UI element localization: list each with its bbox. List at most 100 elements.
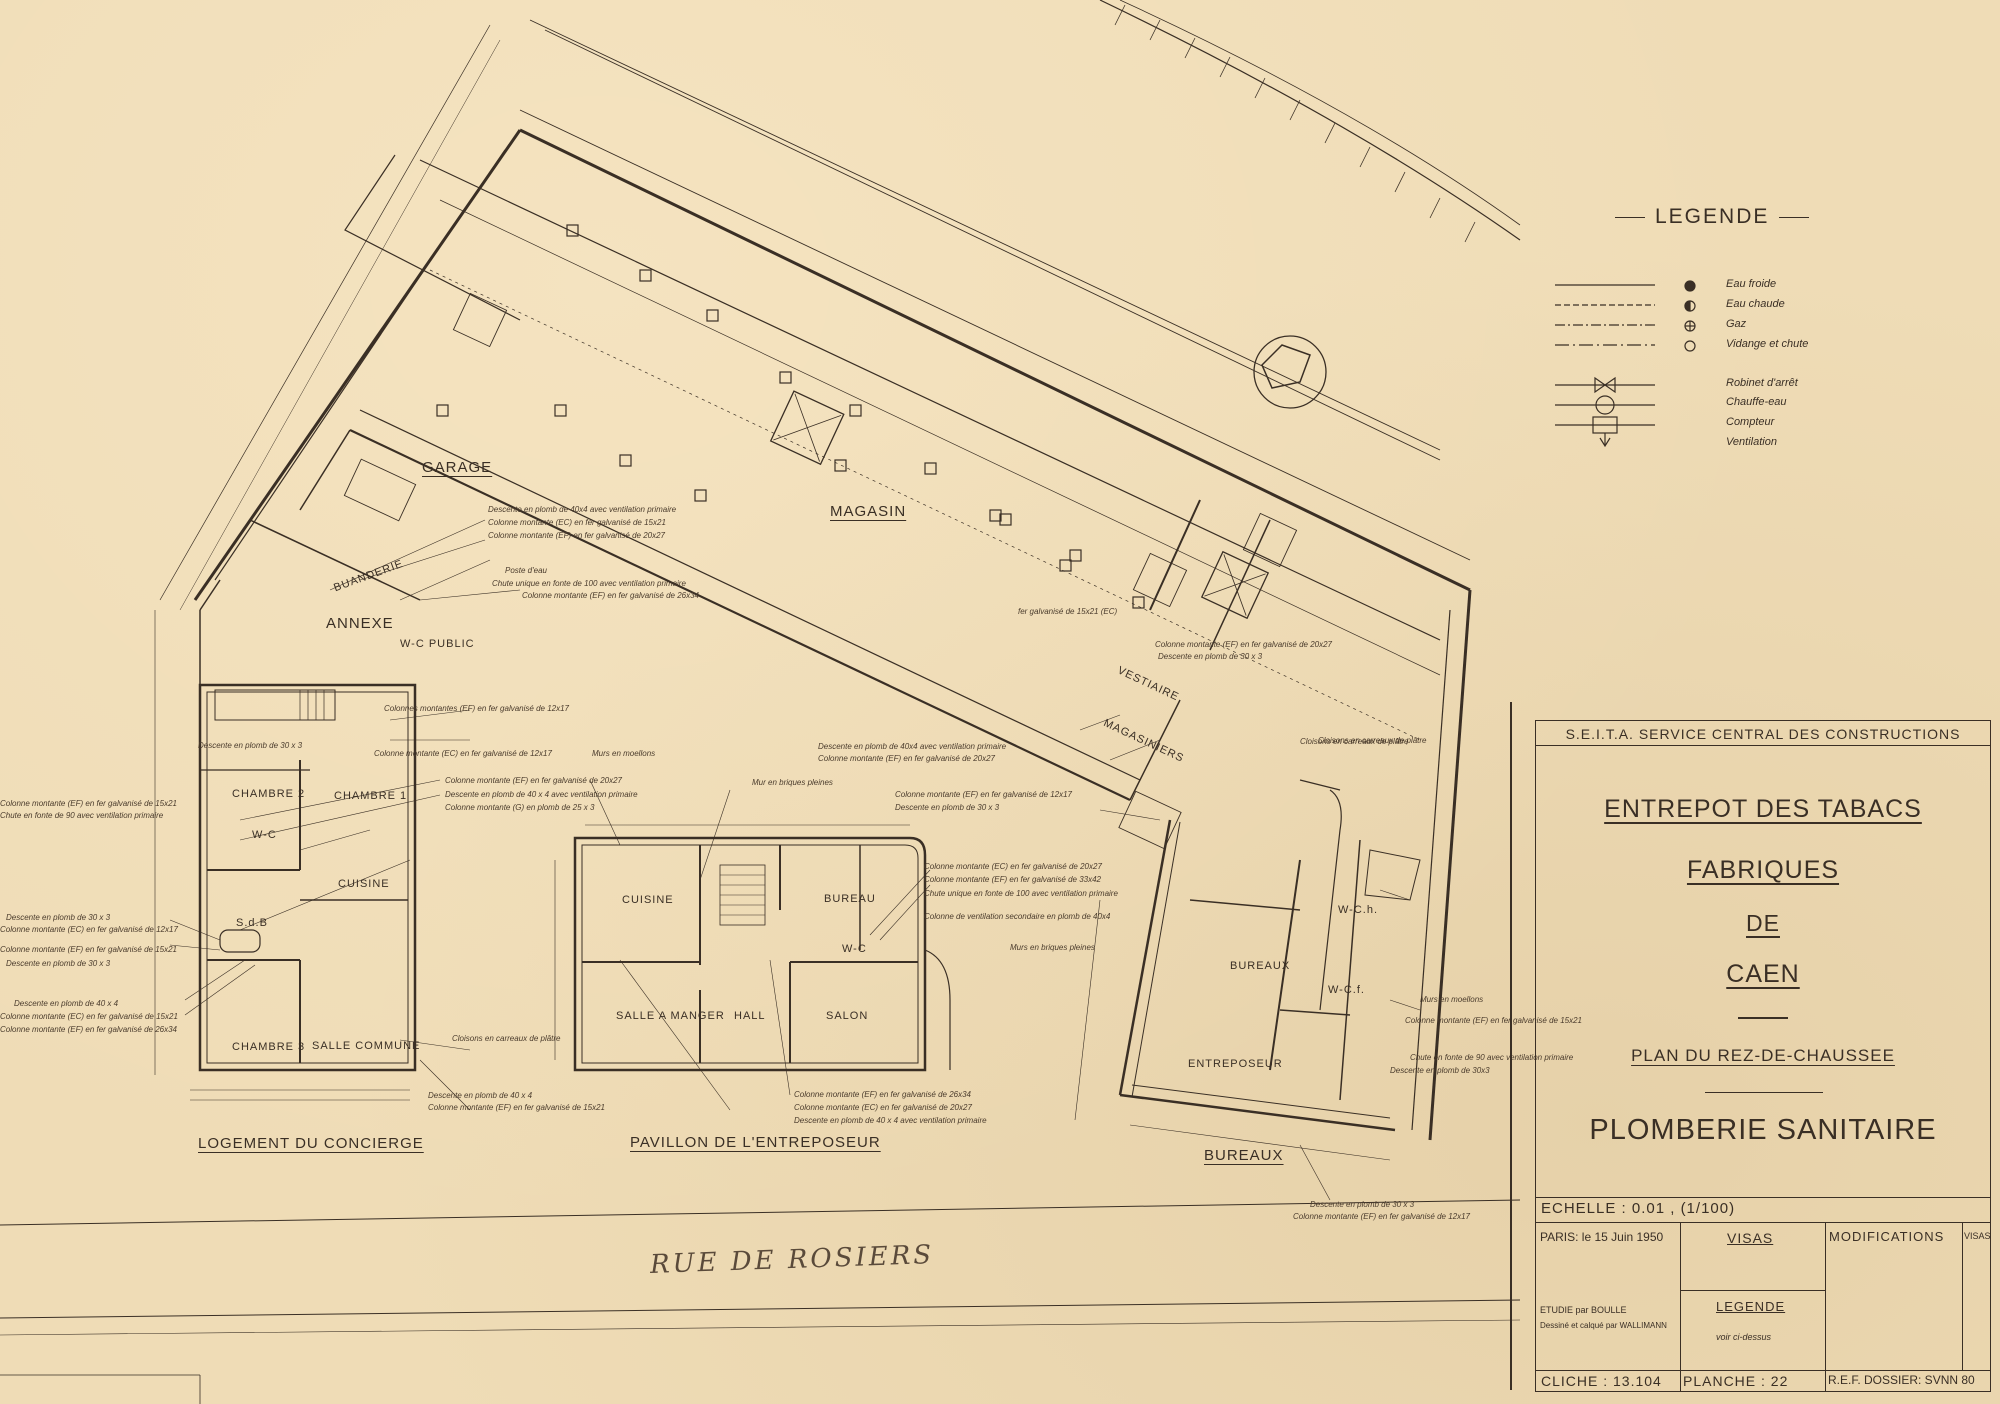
tb-visas: VISAS	[1727, 1230, 1774, 1246]
room-wc-h: W-C.h.	[1338, 904, 1379, 916]
tb-ref: R.E.F. DOSSIER: SVNN 80	[1828, 1373, 1975, 1387]
legend-ventilation: Ventilation	[1726, 436, 1777, 448]
tb-vdivider	[1680, 1222, 1681, 1392]
room-chambre-2: CHAMBRE 2	[232, 788, 306, 800]
note: Mur en briques pleines	[752, 778, 833, 787]
tb-echelle: ECHELLE : 0.01 , (1/100)	[1541, 1200, 1736, 1217]
note: Descente en plomb de 30 x 3	[6, 959, 111, 968]
tb-modifications: MODIFICATIONS	[1829, 1229, 1945, 1244]
tb-rule	[1705, 1092, 1823, 1093]
tb-etudie: ETUDIE par BOULLE	[1540, 1305, 1627, 1315]
legend-compteur: Compteur	[1726, 416, 1775, 428]
tb-visas-2: VISAS	[1964, 1231, 1991, 1241]
note: Cloisons en carreaux de plâtre	[1318, 736, 1427, 745]
note: Colonne montante (G) en plomb de 25 x 3	[445, 803, 595, 812]
note: Colonne montante (EC) en fer galvanisé d…	[794, 1103, 972, 1112]
legend-vidange: Vidange et chute	[1726, 338, 1809, 350]
note: Murs en moellons	[1420, 995, 1484, 1004]
note: Colonne montante (EF) en fer galvanisé d…	[895, 790, 1072, 799]
note: Descente en plomb de 40 x 4	[14, 999, 119, 1008]
room-cuisine-concierge: CUISINE	[338, 878, 390, 890]
note: Descente en plomb de 40 x 4 avec ventila…	[445, 790, 638, 799]
note: Colonne montante (EF) en fer galvanisé d…	[924, 875, 1101, 884]
section-logement: LOGEMENT DU CONCIERGE	[198, 1135, 424, 1152]
tb-line1: ENTREPOT DES TABACS	[1604, 795, 1922, 823]
tb-divider	[1535, 1222, 1991, 1223]
tb-divider	[1535, 745, 1991, 746]
note: Descente en plomb de 30 x 3	[6, 913, 111, 922]
note: Colonne montante (EF) en fer galvanisé d…	[428, 1103, 605, 1112]
room-sdb: S.d.B	[236, 917, 268, 929]
note: Descente en plomb de 30x3	[1390, 1066, 1490, 1075]
tb-divider	[1680, 1290, 1825, 1291]
note: Colonne montante (EF) en fer galvanisé d…	[0, 799, 177, 808]
room-wc-pavillon: W-C	[842, 943, 867, 955]
room-magasin: MAGASIN	[830, 503, 907, 520]
tb-cliche: CLICHE : 13.104	[1541, 1373, 1662, 1389]
note: Chute en fonte de 90 avec ventilation pr…	[0, 811, 164, 820]
room-chambre-3: CHAMBRE 3	[232, 1041, 306, 1053]
note: Colonne montante (EC) en fer galvanisé d…	[374, 749, 552, 758]
tb-divider	[1535, 1197, 1991, 1198]
note: Cloisons en carreaux de plâtre	[452, 1034, 561, 1043]
section-pavillon: PAVILLON DE L'ENTREPOSEUR	[630, 1134, 881, 1151]
tb-vdivider	[1962, 1222, 1963, 1370]
note: Descente en plomb de 40 x 4	[428, 1091, 533, 1100]
tb-voir: voir ci-dessus	[1716, 1332, 1772, 1342]
tb-planche: PLANCHE : 22	[1683, 1373, 1789, 1389]
tb-dessine: Dessiné et calqué par WALLIMANN	[1540, 1321, 1667, 1330]
tb-vdivider	[1825, 1222, 1826, 1392]
note: Colonne montante (EF) en fer galvanisé d…	[1293, 1212, 1470, 1221]
note: Colonne montante (EF) en fer galvanisé d…	[488, 531, 665, 540]
title-block	[1535, 720, 1991, 1392]
note: Chute en fonte de 90 avec ventilation pr…	[1410, 1053, 1574, 1062]
note: Descente en plomb de 30 x 3	[198, 741, 303, 750]
note: Descente en plomb de 30 x 3	[1310, 1200, 1415, 1209]
note: Colonne montante (EF) en fer galvanisé d…	[445, 776, 622, 785]
note: Chute unique en fonte de 100 avec ventil…	[924, 889, 1118, 898]
room-bureaux: BUREAUX	[1230, 960, 1291, 972]
note: Colonne montante (EF) en fer galvanisé d…	[0, 945, 177, 954]
tb-plan: PLAN DU REZ-DE-CHAUSSEE	[1631, 1046, 1895, 1065]
tb-service: S.E.I.T.A. SERVICE CENTRAL DES CONSTRUCT…	[1565, 726, 1961, 742]
tb-legende: LEGENDE	[1716, 1299, 1786, 1314]
note: Colonne montante (EF) en fer galvanisé d…	[818, 754, 995, 763]
note: Chute unique en fonte de 100 avec ventil…	[492, 579, 686, 588]
room-wc-concierge: W-C	[252, 829, 277, 841]
note: Descente en plomb de 40x4 avec ventilati…	[488, 505, 677, 514]
legend-robinet: Robinet d'arrêt	[1726, 377, 1798, 389]
room-wc-f: W-C.f.	[1328, 984, 1365, 996]
room-salon: SALON	[826, 1010, 869, 1022]
tb-line3: DE	[1746, 910, 1780, 936]
legend-title: LEGENDE	[1605, 205, 1819, 229]
note: Colonne de ventilation secondaire en plo…	[924, 912, 1111, 921]
note: Colonne montante (EC) en fer galvanisé d…	[0, 925, 178, 934]
note: Colonne montante (EF) en fer galvanisé d…	[522, 591, 699, 600]
room-wc-public: W-C PUBLIC	[400, 638, 475, 650]
room-chambre-1: CHAMBRE 1	[334, 790, 408, 802]
note: Colonne montante (EC) en fer galvanisé d…	[0, 1012, 178, 1021]
legend-eau-chaude: Eau chaude	[1726, 298, 1785, 310]
note: Murs en briques pleines	[1010, 943, 1095, 952]
room-garage: GARAGE	[422, 459, 493, 476]
legend-gaz: Gaz	[1726, 318, 1747, 330]
note: Colonne montante (EF) en fer galvanisé d…	[1155, 640, 1332, 649]
note: Colonne montante (EF) en fer galvanisé d…	[794, 1090, 971, 1099]
room-entreposeur: ENTREPOSEUR	[1188, 1058, 1283, 1070]
note: Descente en plomb de 30 x 3	[895, 803, 1000, 812]
note: Murs en moellons	[592, 749, 656, 758]
note: fer galvanisé de 15x21 (EC)	[1018, 607, 1118, 616]
note: Cloisons en carreaux de plâtre	[1300, 737, 1409, 746]
room-annexe: ANNEXE	[326, 615, 394, 632]
tb-rule	[1738, 1017, 1788, 1019]
note: Poste d'eau	[505, 566, 548, 575]
note: Colonne montante (EF) en fer galvanisé d…	[0, 1025, 177, 1034]
note: Descente en plomb de 30 x 3	[1158, 652, 1263, 661]
note: Colonne montante (EC) en fer galvanisé d…	[488, 518, 666, 527]
tb-divider	[1535, 1370, 1991, 1371]
note: Colonnes montantes (EF) en fer galvanisé…	[384, 704, 569, 713]
tb-line4: CAEN	[1726, 960, 1800, 988]
note: Colonne montante (EC) en fer galvanisé d…	[924, 862, 1102, 871]
